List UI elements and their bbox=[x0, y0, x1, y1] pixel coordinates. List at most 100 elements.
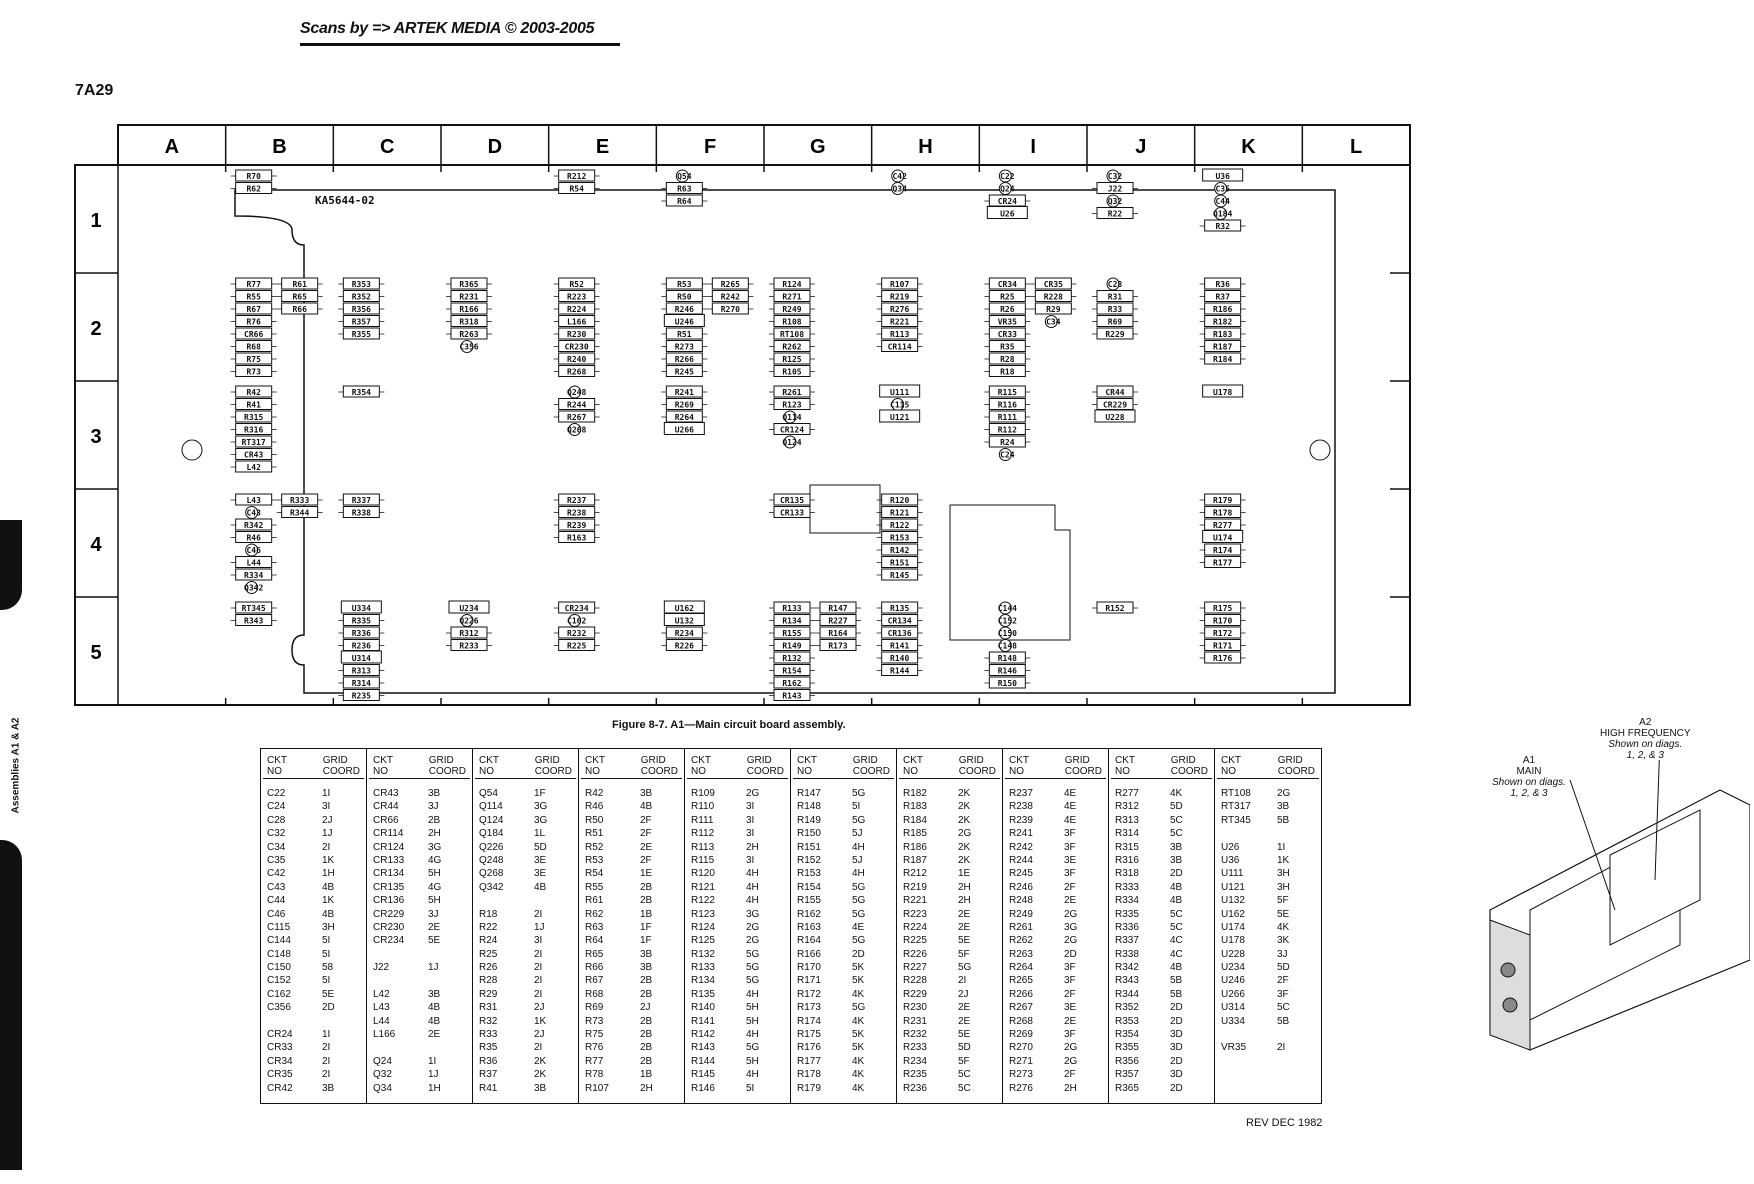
component-r354: R354 bbox=[338, 385, 385, 398]
grid-coord: 5H bbox=[428, 868, 441, 880]
component-label: CR133 bbox=[780, 509, 804, 518]
component-r337: R337 bbox=[338, 493, 385, 506]
component-body bbox=[1204, 340, 1242, 352]
component-body bbox=[342, 626, 380, 639]
ckt-no: R176 bbox=[797, 1042, 821, 1054]
component-q184: Q184 bbox=[1213, 207, 1232, 220]
grid-coord bbox=[428, 1041, 466, 1054]
component-label: R163 bbox=[567, 534, 586, 543]
component-r70: R70 bbox=[230, 169, 277, 182]
grid-coord: 2K bbox=[958, 801, 971, 813]
component-label: C144 bbox=[998, 604, 1017, 613]
ckt-no: CR135 bbox=[373, 881, 405, 893]
grid-coord: 5J bbox=[852, 854, 863, 866]
component-label: R276 bbox=[890, 305, 909, 314]
component-u234: U234 bbox=[448, 600, 490, 614]
grid-coord: 2J bbox=[958, 988, 969, 1000]
grid-coord: 5F bbox=[958, 1055, 970, 1067]
component-body bbox=[773, 689, 811, 701]
component-body bbox=[1096, 327, 1134, 340]
component-label: R335 bbox=[352, 617, 371, 626]
grid-coord: 4H bbox=[852, 841, 865, 853]
component-u121: U121 bbox=[879, 409, 921, 423]
component-label: R70 bbox=[246, 172, 261, 181]
grid-coord bbox=[1277, 1082, 1315, 1095]
ckt-no: R277 bbox=[1115, 788, 1139, 799]
component-r236: R236 bbox=[338, 639, 385, 651]
column-label: J bbox=[1135, 136, 1146, 158]
component-label: C34 bbox=[1046, 318, 1061, 327]
ckt-no: C162 bbox=[267, 988, 291, 1000]
component-label: R219 bbox=[890, 293, 909, 302]
component-r333: R333 bbox=[276, 493, 323, 506]
column-label: H bbox=[918, 136, 932, 158]
component-label: R140 bbox=[890, 654, 909, 663]
component-r46: R46 bbox=[230, 531, 277, 543]
component-label: R225 bbox=[567, 642, 586, 651]
component-cr43: CR43 bbox=[230, 448, 277, 460]
component-body bbox=[988, 302, 1026, 315]
component-r37: R37 bbox=[1199, 290, 1246, 302]
table-row bbox=[373, 974, 466, 987]
component-label: RT108 bbox=[780, 330, 804, 339]
grid-coord: 2J bbox=[322, 814, 333, 826]
ckt-no: R151 bbox=[797, 841, 821, 853]
table-row bbox=[1221, 1028, 1315, 1041]
component-r276: R276 bbox=[876, 302, 923, 315]
ckt-no: R173 bbox=[797, 1002, 821, 1014]
ckt-no: Q184 bbox=[479, 828, 504, 840]
ckt-no: R163 bbox=[797, 921, 821, 933]
ckt-no: R32 bbox=[479, 1015, 498, 1027]
column-label: D bbox=[488, 136, 502, 158]
component-label: CR134 bbox=[888, 617, 912, 626]
ckt-no: R186 bbox=[903, 841, 927, 853]
component-body bbox=[986, 206, 1028, 219]
component-body bbox=[235, 327, 273, 340]
ckt-no: R53 bbox=[585, 854, 604, 866]
component-u246: U246 bbox=[663, 314, 705, 327]
ckt-no: R52 bbox=[585, 841, 604, 853]
component-label: C148 bbox=[998, 642, 1017, 651]
grid-coord: 4B bbox=[534, 881, 547, 893]
grid-coord-header: GRID COORD bbox=[1170, 755, 1208, 777]
component-body bbox=[235, 182, 273, 194]
ckt-no: R342 bbox=[1115, 962, 1139, 974]
grid-coord: 5H bbox=[746, 1015, 759, 1027]
component-label: R65 bbox=[292, 293, 307, 302]
component-body bbox=[1204, 556, 1242, 568]
component-body bbox=[819, 626, 857, 639]
grid-coord: 2I bbox=[322, 841, 331, 853]
component-body bbox=[988, 385, 1026, 398]
ckt-no-header: CKT NO bbox=[1115, 755, 1135, 777]
ckt-no: R314 bbox=[1115, 828, 1139, 840]
component-r271: R271 bbox=[769, 290, 815, 302]
row-label: 4 bbox=[90, 534, 102, 556]
component-r318: R318 bbox=[446, 315, 492, 327]
component-r355: R355 bbox=[338, 327, 385, 340]
component-label: R233 bbox=[459, 642, 478, 651]
component-r163: R163 bbox=[553, 531, 600, 543]
component-body bbox=[568, 423, 582, 436]
component-label: R249 bbox=[782, 305, 801, 314]
ckt-no: R75 bbox=[585, 1029, 604, 1041]
ckt-no: R183 bbox=[903, 801, 927, 813]
component-cr33: CR33 bbox=[984, 327, 1031, 340]
component-u162: U162 bbox=[663, 600, 705, 614]
component-label: R24 bbox=[1000, 438, 1015, 447]
component-u266: U266 bbox=[663, 422, 705, 435]
